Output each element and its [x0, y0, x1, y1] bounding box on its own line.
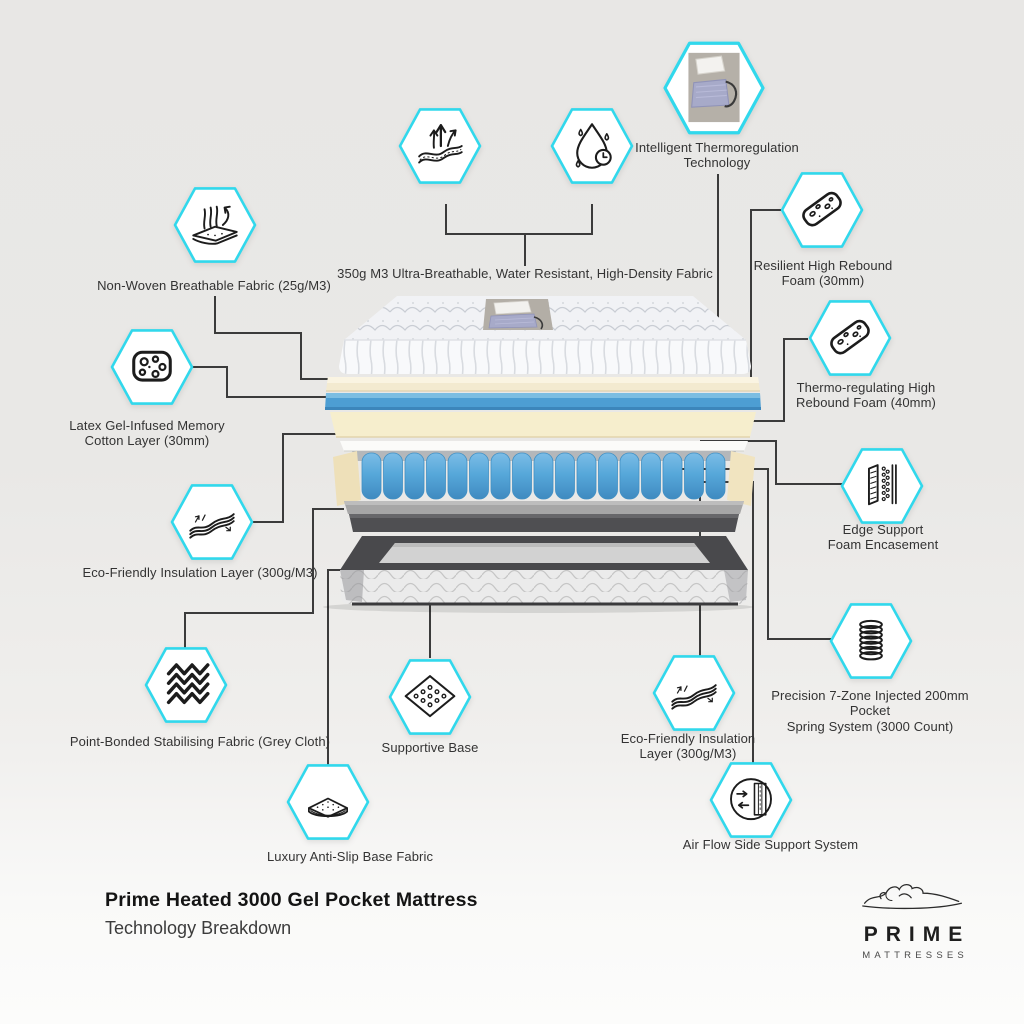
insulation-layer-icon: [168, 482, 256, 562]
label-luxury-base: Luxury Anti-Slip Base Fabric: [266, 849, 434, 864]
label-non-woven: Non-Woven Breathable Fabric (25g/M3): [97, 278, 331, 293]
thermoregulation-pad-photo: [657, 39, 771, 137]
brand-tagline: MATTRESSES: [862, 950, 968, 961]
page-subtitle: Technology Breakdown: [105, 918, 292, 938]
insulation-layer-icon: [650, 653, 738, 733]
thermo-foam-icon: [806, 298, 894, 378]
anti-slip-base-icon: [284, 762, 372, 842]
label-latex-layer: Latex Gel-Infused Memory Cotton Layer (3…: [69, 418, 225, 449]
rebound-foam-icon: [778, 170, 866, 250]
label-thermoregulation: Intelligent Thermoregulation Technology: [635, 140, 799, 171]
label-resilient-foam: Resilient High Rebound Foam (30mm): [753, 258, 893, 289]
label-eco-insulation-left: Eco-Friendly Insulation Layer (300g/M3): [82, 565, 318, 580]
edge-support-icon: [838, 446, 926, 526]
brand-logo: PRIME MATTRESSES: [843, 874, 983, 961]
brand-name: PRIME: [863, 923, 971, 946]
title-block: Prime Heated 3000 Gel Pocket Mattress Te…: [105, 889, 478, 939]
herringbone-fabric-icon: [142, 645, 230, 725]
label-thermo-foam: Thermo-regulating High Rebound Foam (40m…: [796, 380, 936, 411]
label-supportive-base: Supportive Base: [381, 740, 479, 755]
page-title: Prime Heated 3000 Gel Pocket Mattress: [105, 889, 478, 911]
label-eco-insulation-right: Eco-Friendly Insulation Layer (300g/M3): [620, 731, 756, 762]
non-woven-fabric-icon: [171, 185, 259, 265]
label-point-bonded: Point-Bonded Stabilising Fabric (Grey Cl…: [69, 734, 331, 749]
water-resistant-icon: [548, 106, 636, 186]
supportive-base-icon: [386, 657, 474, 737]
label-top-fabric: 350g M3 Ultra-Breathable, Water Resistan…: [337, 266, 713, 281]
latex-sponge-icon: [108, 327, 196, 407]
pocket-spring-icon: [827, 601, 915, 681]
label-spring-system: Precision 7-Zone Injected 200mm Pocket S…: [771, 688, 969, 734]
label-air-flow: Air Flow Side Support System: [682, 837, 859, 852]
label-edge-support: Edge Support Foam Encasement: [827, 522, 939, 553]
air-flow-icon: [707, 760, 795, 840]
breathable-fabric-icon: [396, 106, 484, 186]
mattress-exploded-view: [300, 280, 770, 619]
sleeping-person-icon: [848, 883, 978, 920]
